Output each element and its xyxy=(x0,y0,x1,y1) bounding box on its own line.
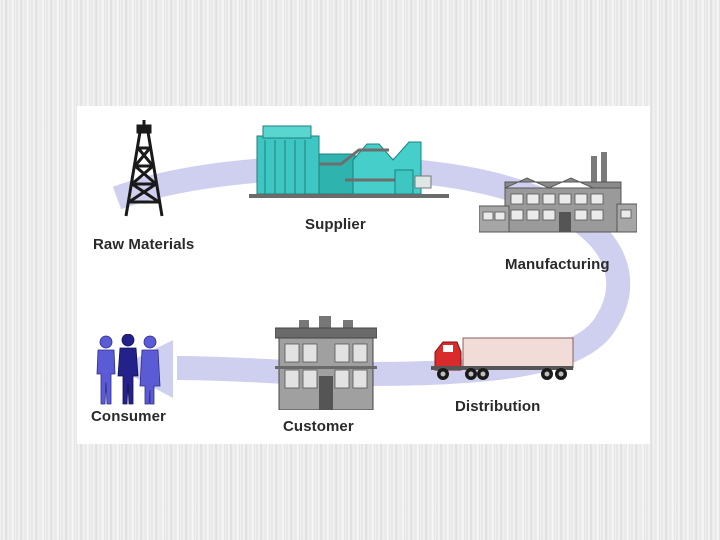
supplier-plant-icon xyxy=(249,125,449,198)
diagram-panel: Raw Materials Supplier Manufacturing Dis… xyxy=(77,106,650,444)
oil-derrick-icon xyxy=(124,120,164,217)
people-icon xyxy=(96,334,161,405)
truck-icon xyxy=(431,337,574,380)
label-consumer: Consumer xyxy=(91,408,166,425)
label-distribution: Distribution xyxy=(455,398,541,415)
label-customer: Customer xyxy=(283,418,354,435)
label-supplier: Supplier xyxy=(305,216,366,233)
label-manufacturing: Manufacturing xyxy=(505,256,610,273)
store-building-icon xyxy=(275,316,377,410)
label-raw-materials: Raw Materials xyxy=(93,236,195,253)
factory-icon xyxy=(479,152,637,233)
